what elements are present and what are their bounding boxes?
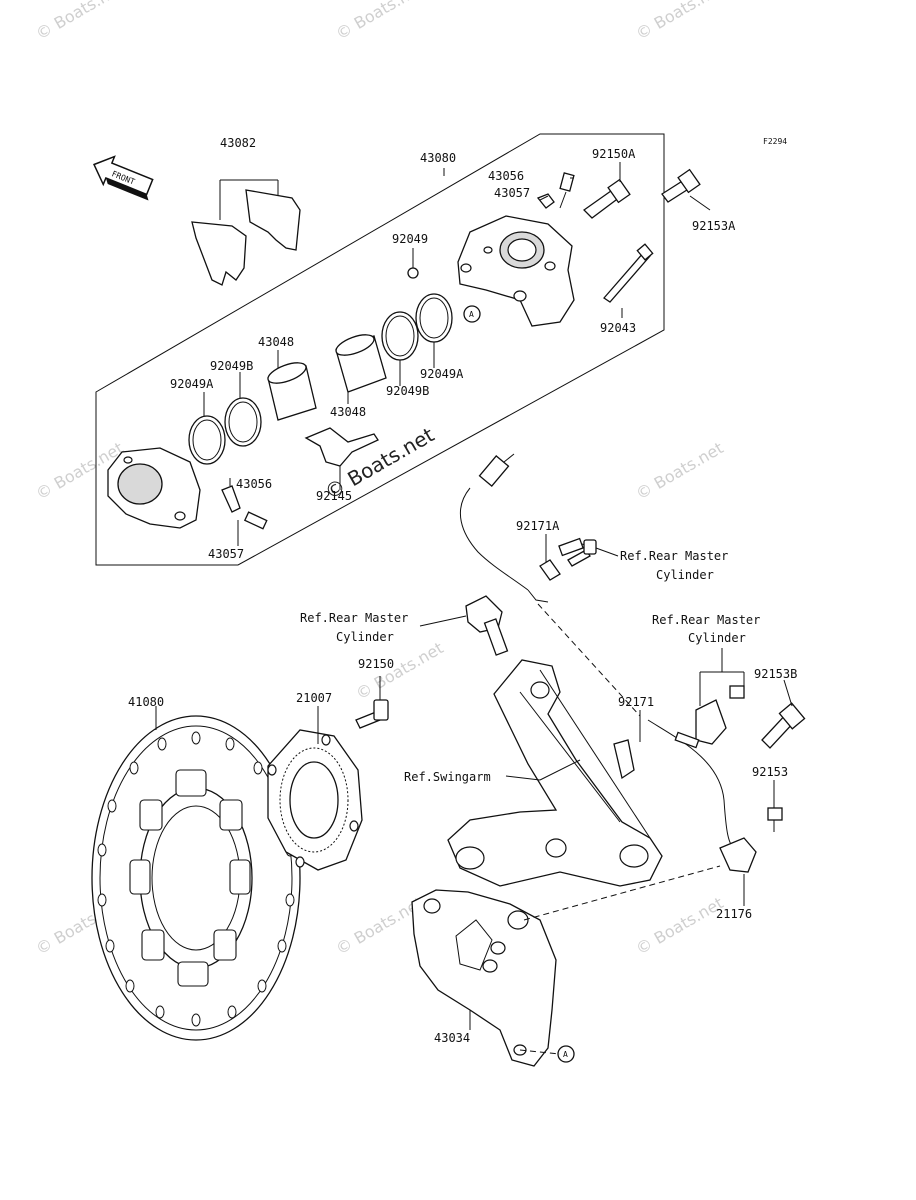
label-43056-low: 43056 xyxy=(236,477,272,491)
pad-spring-92145 xyxy=(304,427,379,467)
marker-a-top: A xyxy=(463,305,481,323)
label-92153: 92153 xyxy=(752,765,788,779)
label-43082: 43082 xyxy=(220,136,256,150)
label-43057-low: 43057 xyxy=(208,547,244,561)
sensor-bracket-left xyxy=(465,595,509,656)
label-92049A-right: 92049A xyxy=(420,367,464,381)
brake-pads xyxy=(191,179,301,286)
pin-92043 xyxy=(603,243,654,303)
bolt-92150 xyxy=(355,699,389,729)
label-92049B-right: 92049B xyxy=(386,384,429,398)
watermark: © Boats.net xyxy=(633,893,727,958)
swingarm xyxy=(447,659,663,887)
seal-92049B-right xyxy=(381,311,419,361)
leader-lines xyxy=(155,162,793,1030)
label-43080: 43080 xyxy=(420,151,456,165)
label-ref-master-2b: Cylinder xyxy=(336,630,394,644)
label-ref-master-2a: Ref.Rear Master xyxy=(300,611,408,625)
label-92043: 92043 xyxy=(600,321,636,335)
bleeder-valve-top xyxy=(536,172,575,209)
label-92171: 92171 xyxy=(618,695,654,709)
seal-92049A-left xyxy=(188,415,226,465)
label-92153A: 92153A xyxy=(692,219,736,233)
bolt-92153A xyxy=(661,168,701,203)
bleeder-valve-low xyxy=(221,485,268,530)
label-21007: 21007 xyxy=(296,691,332,705)
clamp-21176 xyxy=(719,837,757,873)
label-43034: 43034 xyxy=(434,1031,470,1045)
marker-a-label: A xyxy=(563,1050,568,1059)
label-43048-top: 43048 xyxy=(258,335,294,349)
label-92150: 92150 xyxy=(358,657,394,671)
figure-code: F2294 xyxy=(763,137,787,146)
marker-a-label: A xyxy=(469,310,474,319)
label-92145: 92145 xyxy=(316,489,352,503)
label-ref-master-1b: Cylinder xyxy=(656,568,714,582)
seal-92049-small xyxy=(407,267,419,279)
bolt-92153 xyxy=(767,807,783,832)
caliper-body-right xyxy=(457,215,575,327)
label-ref-master-3a: Ref.Rear Master xyxy=(652,613,760,627)
label-43048-mid: 43048 xyxy=(330,405,366,419)
piston-43048-right xyxy=(335,334,387,393)
piston-43048-left xyxy=(267,362,317,421)
label-ref-master-3b: Cylinder xyxy=(688,631,746,645)
abs-sensor xyxy=(460,453,597,603)
seal-92049B-left xyxy=(224,397,262,447)
label-92049B-left: 92049B xyxy=(210,359,253,373)
part-labels: 43082 43080 43056 43057 92150A 92153A 92… xyxy=(128,136,797,1045)
marker-a-bottom: A xyxy=(557,1045,575,1063)
seal-92049A-right xyxy=(415,293,453,343)
watermark: © Boats.net xyxy=(633,0,727,43)
watermark: © Boats.net xyxy=(633,438,727,503)
abs-cable-lower xyxy=(647,719,737,851)
abs-rotor-21007 xyxy=(267,729,363,871)
bolt-92171A xyxy=(567,539,597,567)
label-21176: 21176 xyxy=(716,907,752,921)
caliper-body-left xyxy=(107,447,201,529)
label-41080: 41080 xyxy=(128,695,164,709)
label-ref-master-1a: Ref.Rear Master xyxy=(620,549,728,563)
watermark: © Boats.net xyxy=(33,0,127,43)
label-92049A-left: 92049A xyxy=(170,377,214,391)
brake-disc-41080 xyxy=(91,715,301,1041)
label-92153B: 92153B xyxy=(754,667,797,681)
bolt-92150A xyxy=(582,178,631,219)
watermark: © Boats.net xyxy=(333,0,427,43)
caliper-group-box xyxy=(95,133,665,566)
label-92049: 92049 xyxy=(392,232,428,246)
label-92171A: 92171A xyxy=(516,519,560,533)
bracket-92153B xyxy=(695,671,806,749)
front-arrow-icon: FRONT xyxy=(93,155,154,201)
label-92150A: 92150A xyxy=(592,147,636,161)
label-43056-top: 43056 xyxy=(488,169,524,183)
label-ref-swingarm: Ref.Swingarm xyxy=(404,770,491,784)
label-43057-top: 43057 xyxy=(494,186,530,200)
clip-92171 xyxy=(613,739,635,780)
